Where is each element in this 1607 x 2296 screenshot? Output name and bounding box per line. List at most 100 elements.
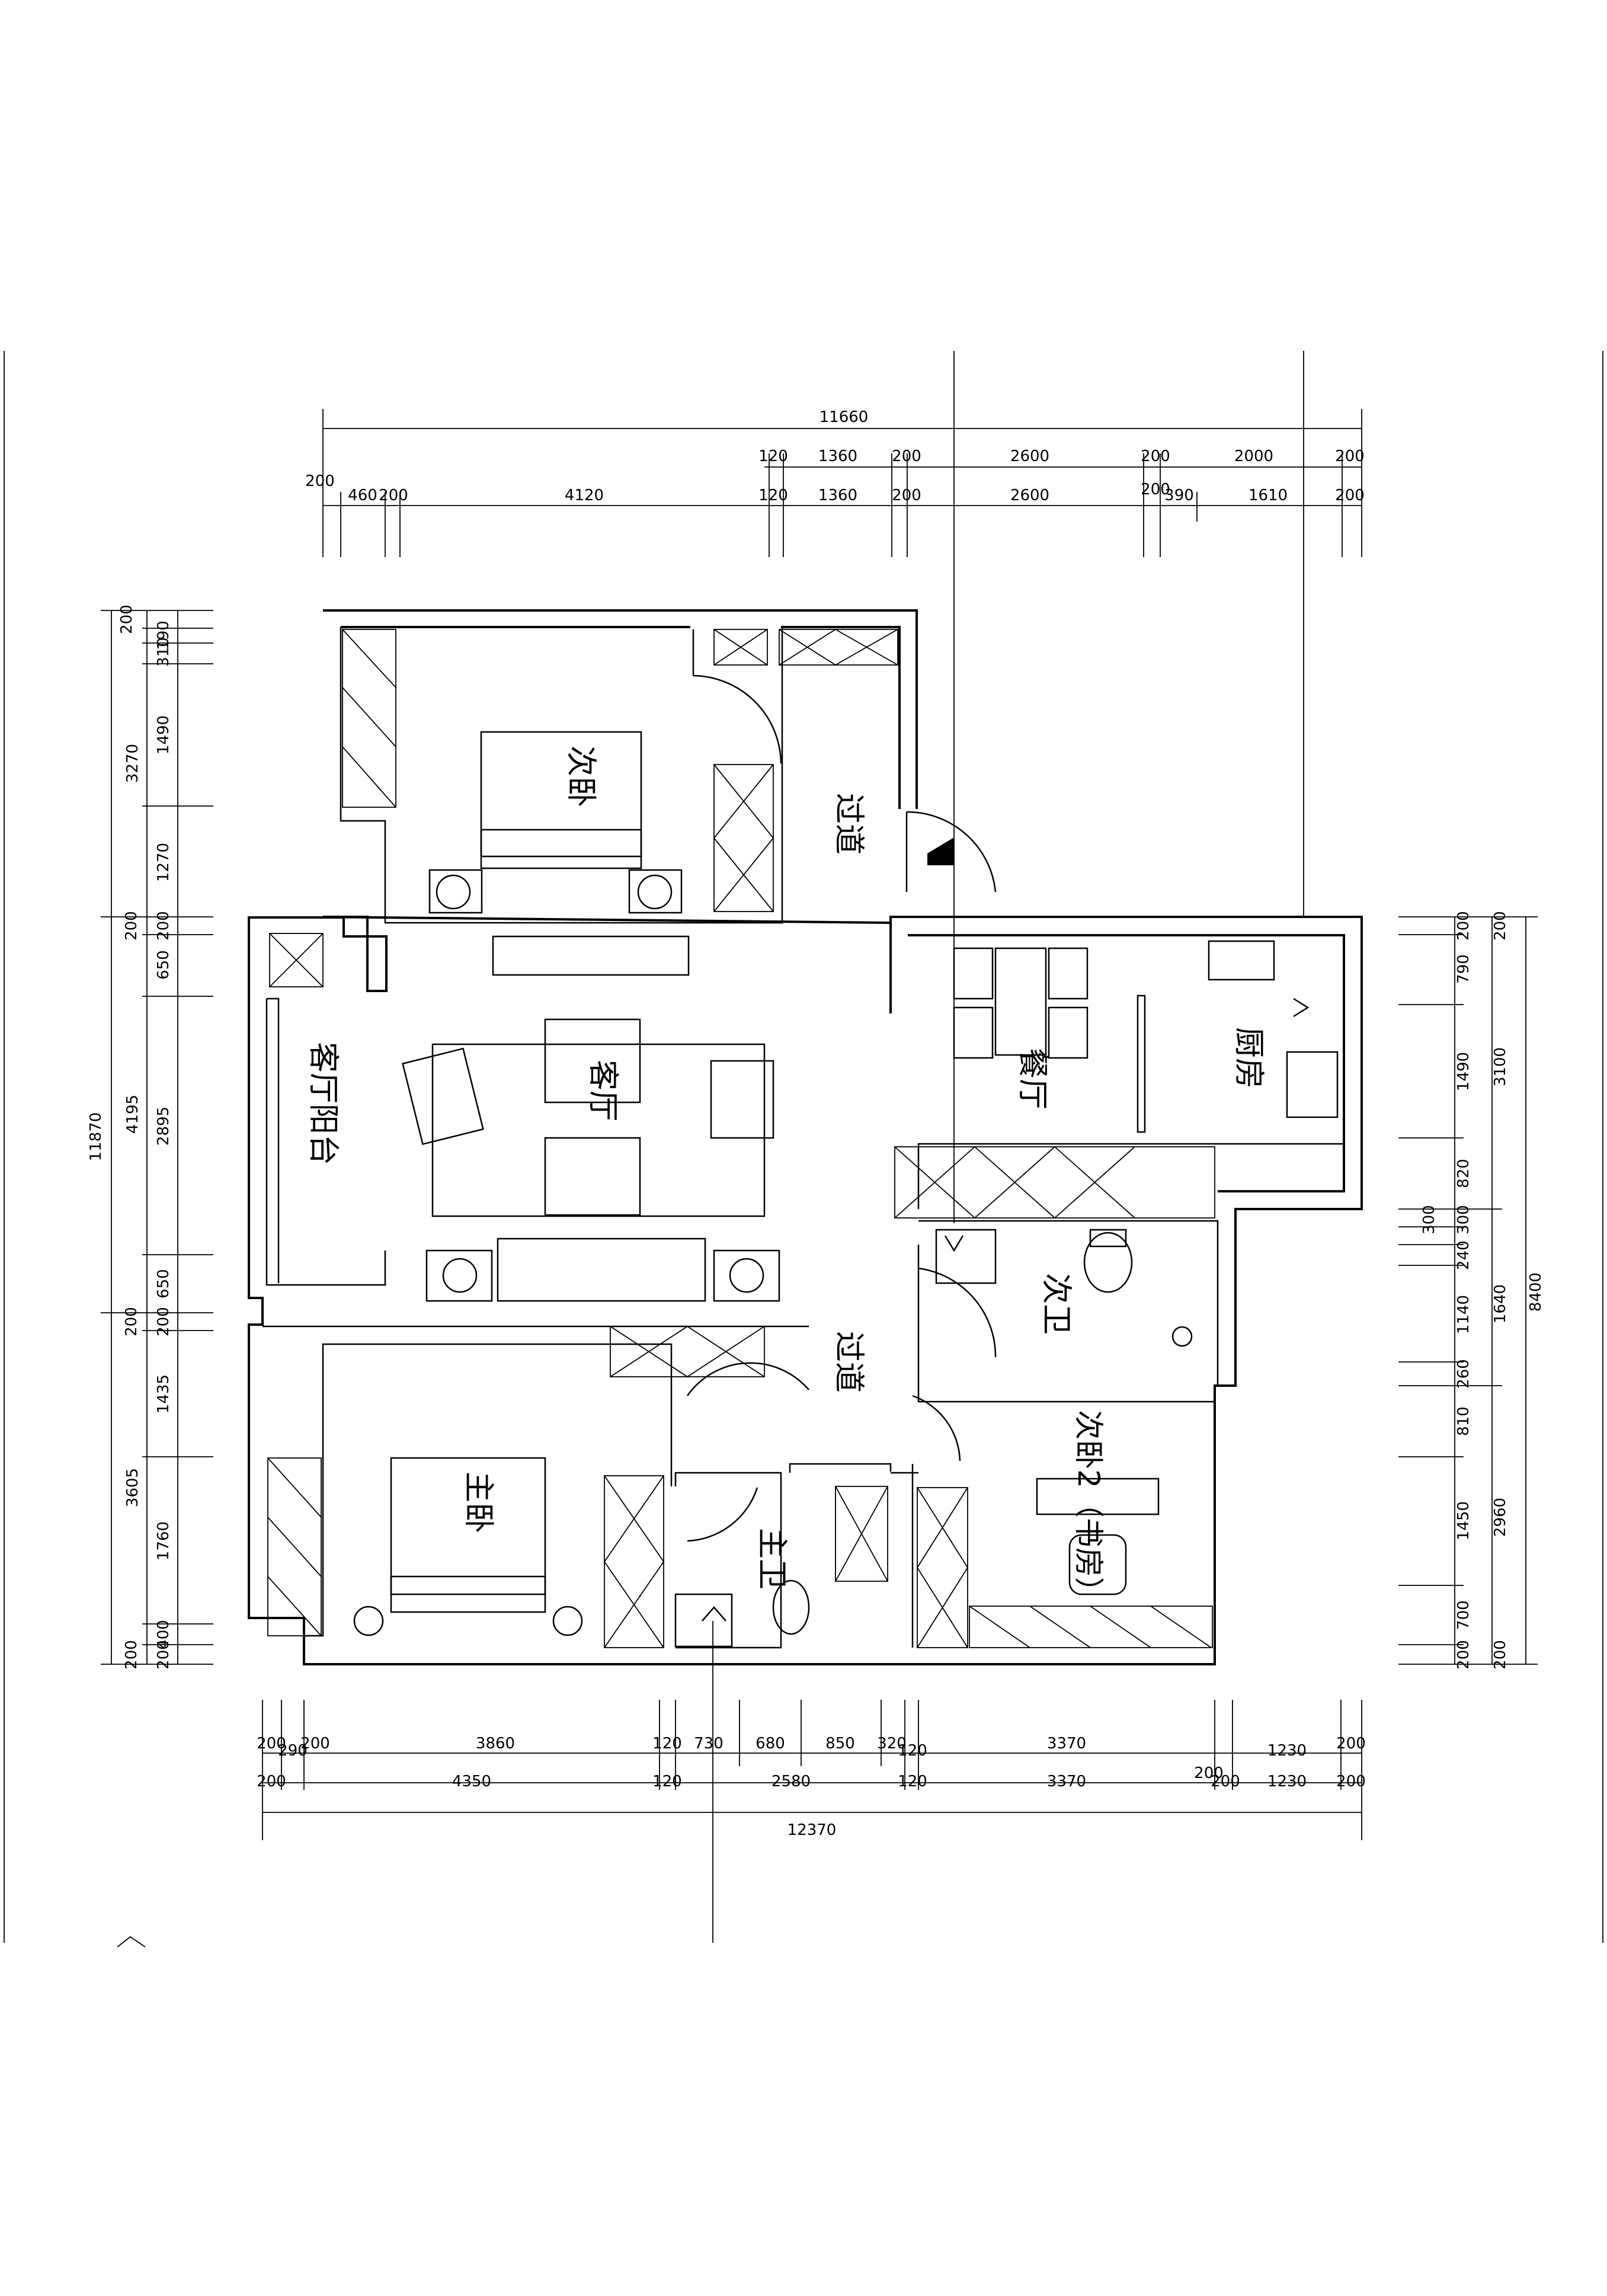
dim-label: 200 xyxy=(1141,481,1170,498)
dim-right-mid: 3100 1640 2960 xyxy=(1491,1047,1509,1537)
left-dimensions xyxy=(101,610,213,1665)
dim-label: 200 xyxy=(155,1307,172,1336)
bed-bottom xyxy=(390,1575,546,1613)
dim-label: 3370 xyxy=(1047,1735,1086,1753)
outer-wall xyxy=(248,609,1363,1665)
nightstand-lamp xyxy=(353,1606,384,1636)
dim-label: 260 xyxy=(1455,1359,1472,1389)
room-label-bath-secondary: 次卫 xyxy=(1038,1273,1074,1335)
dining-chair xyxy=(953,947,994,1000)
coffee-table xyxy=(544,1137,641,1216)
dim-label: 200 xyxy=(892,487,921,504)
room-label-dining: 餐厅 xyxy=(1014,1048,1050,1109)
dim-label: 1640 xyxy=(1491,1284,1509,1323)
dim-label: 120 xyxy=(652,1773,682,1790)
top-dimensions xyxy=(322,409,1362,557)
dim-label: 200 xyxy=(155,1640,172,1670)
dim-bottom-overall: 12370 xyxy=(788,1821,837,1839)
dim-label: 1360 xyxy=(818,447,857,465)
dim-label: 1490 xyxy=(1455,1052,1472,1091)
balcony-window xyxy=(267,997,280,1283)
room-label-corridor-top: 过道 xyxy=(831,793,866,855)
furniture xyxy=(353,731,1339,1648)
chevron-down-icon xyxy=(944,1235,964,1252)
door-swing xyxy=(686,1362,809,1396)
dim-label: 200 xyxy=(892,447,921,465)
doors xyxy=(686,629,997,1542)
living-wall xyxy=(265,999,386,1286)
dim-label: 1230 xyxy=(1267,1773,1307,1790)
dim-label: 4195 xyxy=(124,1095,142,1134)
room-label-master-bedroom: 主卧 xyxy=(460,1472,496,1533)
dim-label: 300 xyxy=(1420,1205,1438,1235)
door-swing xyxy=(912,1395,961,1462)
dining-table xyxy=(994,947,1047,1056)
dim-label: 1610 xyxy=(1249,487,1288,504)
door-swing xyxy=(693,674,782,764)
bath-bedroom-wall xyxy=(917,1245,1215,1403)
dim-label: 2600 xyxy=(1010,447,1049,465)
dim-left-mid: 3270 4195 3605 xyxy=(124,744,142,1507)
right-dimensions xyxy=(1398,916,1538,1665)
stair-marker-icon xyxy=(927,837,954,865)
dim-label: 200 xyxy=(257,1735,286,1753)
dining-chair xyxy=(953,1006,994,1059)
sofa xyxy=(497,1237,706,1302)
dim-label: 200 xyxy=(123,1307,140,1336)
dim-left-overall: 11870 xyxy=(87,1112,105,1162)
dim-label: 200 xyxy=(123,1640,140,1670)
nightstand-lamp xyxy=(436,874,471,910)
bed-bottom xyxy=(480,829,642,869)
room-label-kitchen: 厨房 xyxy=(1231,1027,1266,1089)
tv-cabinet xyxy=(492,935,690,976)
nightstand xyxy=(628,869,683,914)
dim-label: 200 xyxy=(1455,1640,1472,1670)
side-table xyxy=(713,1249,780,1302)
dim-label: 1435 xyxy=(155,1374,172,1414)
dim-label: 200 xyxy=(1336,1735,1366,1753)
dim-label: 460 xyxy=(348,487,377,504)
dim-label: 200 xyxy=(1141,447,1170,465)
desk xyxy=(1036,1478,1160,1515)
toilet xyxy=(772,1579,810,1635)
living-rug xyxy=(431,1043,766,1217)
dining-chair xyxy=(1048,1006,1089,1059)
dim-label: 820 xyxy=(1455,1159,1472,1188)
dim-label: 120 xyxy=(758,487,788,504)
dim-label: 200 xyxy=(1491,911,1509,941)
dim-right-overall: 8400 xyxy=(1527,1272,1545,1312)
bed xyxy=(390,1457,546,1595)
shower-tray xyxy=(674,1593,733,1648)
dim-label: 200 xyxy=(379,487,408,504)
dim-label: 310 xyxy=(155,637,172,667)
dim-label: 2895 xyxy=(155,1107,172,1146)
dim-label: 200 xyxy=(1335,447,1365,465)
dim-label: 790 xyxy=(1455,954,1472,984)
dim-bottom-row2: 200 4350 120 2580 120 3370 200 200 1230 … xyxy=(257,1764,1366,1790)
dim-label: 3100 xyxy=(1491,1047,1509,1086)
nightstand-lamp xyxy=(637,874,673,910)
dim-label: 3270 xyxy=(124,744,142,783)
dim-label: 1140 xyxy=(1455,1295,1472,1334)
stove xyxy=(1208,940,1275,981)
wardrobes xyxy=(267,629,1215,1648)
toilet-tank xyxy=(1089,1229,1127,1248)
dim-label: 200 xyxy=(123,911,140,941)
dim-label: 200 xyxy=(1336,1773,1366,1790)
desk-chair xyxy=(1068,1534,1127,1595)
chevron-up-icon xyxy=(702,1606,726,1622)
dining-chair xyxy=(1048,947,1089,1000)
dim-label: 850 xyxy=(825,1735,855,1753)
dim-label: 120 xyxy=(652,1735,682,1753)
dim-label: 200 xyxy=(1211,1773,1240,1790)
dim-label: 1760 xyxy=(155,1521,172,1560)
dim-label: 650 xyxy=(155,950,172,980)
dim-right-inner: 200 200 790 1490 820 300 300 240 1140 26… xyxy=(1420,911,1509,1670)
toilet xyxy=(1083,1232,1133,1293)
dim-label: 120 xyxy=(758,447,788,465)
dim-label: 2580 xyxy=(772,1773,811,1790)
dim-label: 190 xyxy=(155,621,172,650)
walls xyxy=(248,609,1363,1665)
door-swing xyxy=(906,811,997,893)
